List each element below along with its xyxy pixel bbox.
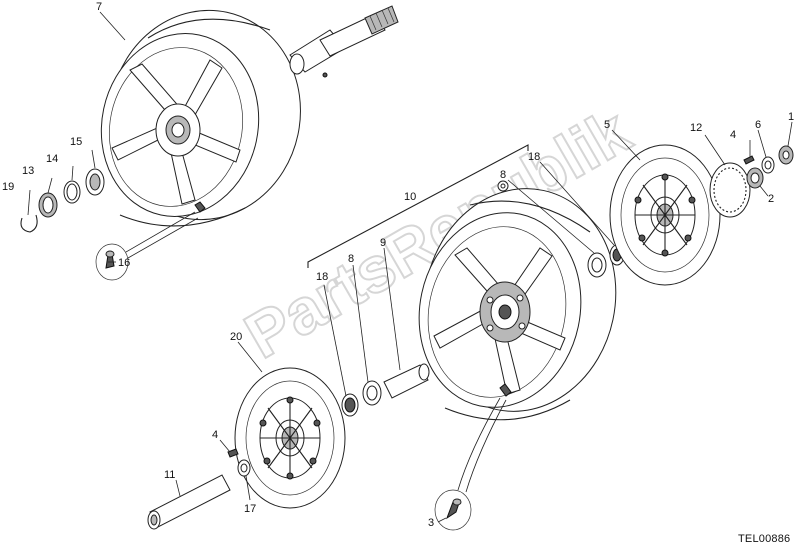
callout-12: 12 (690, 122, 702, 134)
drawing-code: TEL00886 (738, 533, 790, 545)
callout-4-top: 4 (730, 129, 736, 141)
part-19-circlip (20, 214, 38, 233)
rear-left-parts (20, 168, 105, 233)
part-4-screw-bottom (227, 448, 239, 458)
callout-15: 15 (70, 136, 82, 148)
callout-8-left: 8 (348, 253, 354, 265)
callout-10: 10 (404, 191, 416, 203)
callout-6: 6 (755, 119, 761, 131)
left-brake-disc (234, 367, 346, 509)
callout-8-right: 8 (500, 169, 506, 181)
callout-1: 1 (788, 111, 794, 123)
part-12-phonic-wheel (709, 162, 751, 218)
callout-18-right: 18 (528, 151, 540, 163)
right-hub-parts (709, 145, 794, 218)
front-axle-parts (147, 448, 251, 530)
part-9-spacer (383, 364, 429, 399)
callout-2: 2 (768, 193, 774, 205)
callout-14: 14 (46, 153, 58, 165)
part-4-screw-top (743, 155, 755, 165)
right-brake-disc (609, 144, 721, 286)
callout-11: 11 (164, 469, 175, 481)
callout-5: 5 (604, 119, 610, 131)
rear-hub-axle (289, 5, 399, 78)
callout-17: 17 (244, 503, 256, 515)
front-right-bearing-parts (497, 180, 625, 278)
callout-16: 16 (118, 257, 130, 269)
callout-4-bottom: 4 (212, 429, 218, 441)
callout-7: 7 (96, 1, 102, 13)
rear-wheel (100, 9, 301, 227)
callout-13: 13 (22, 165, 34, 177)
callout-19: 19 (2, 181, 14, 193)
front-wheel (418, 188, 617, 421)
callout-20: 20 (230, 331, 242, 343)
part-11-axle (149, 474, 231, 528)
callout-18-left: 18 (316, 271, 328, 283)
callout-9: 9 (380, 237, 386, 249)
rear-valve-detail (95, 211, 199, 281)
group-bracket-10 (307, 144, 529, 268)
front-valve-detail (434, 397, 507, 531)
front-left-bearing-parts (341, 363, 430, 417)
leader-lines (27, 11, 793, 523)
callout-labels: 7 15 14 13 19 16 5 12 4 6 1 2 18 8 10 18… (2, 1, 794, 529)
callout-3: 3 (428, 517, 434, 529)
